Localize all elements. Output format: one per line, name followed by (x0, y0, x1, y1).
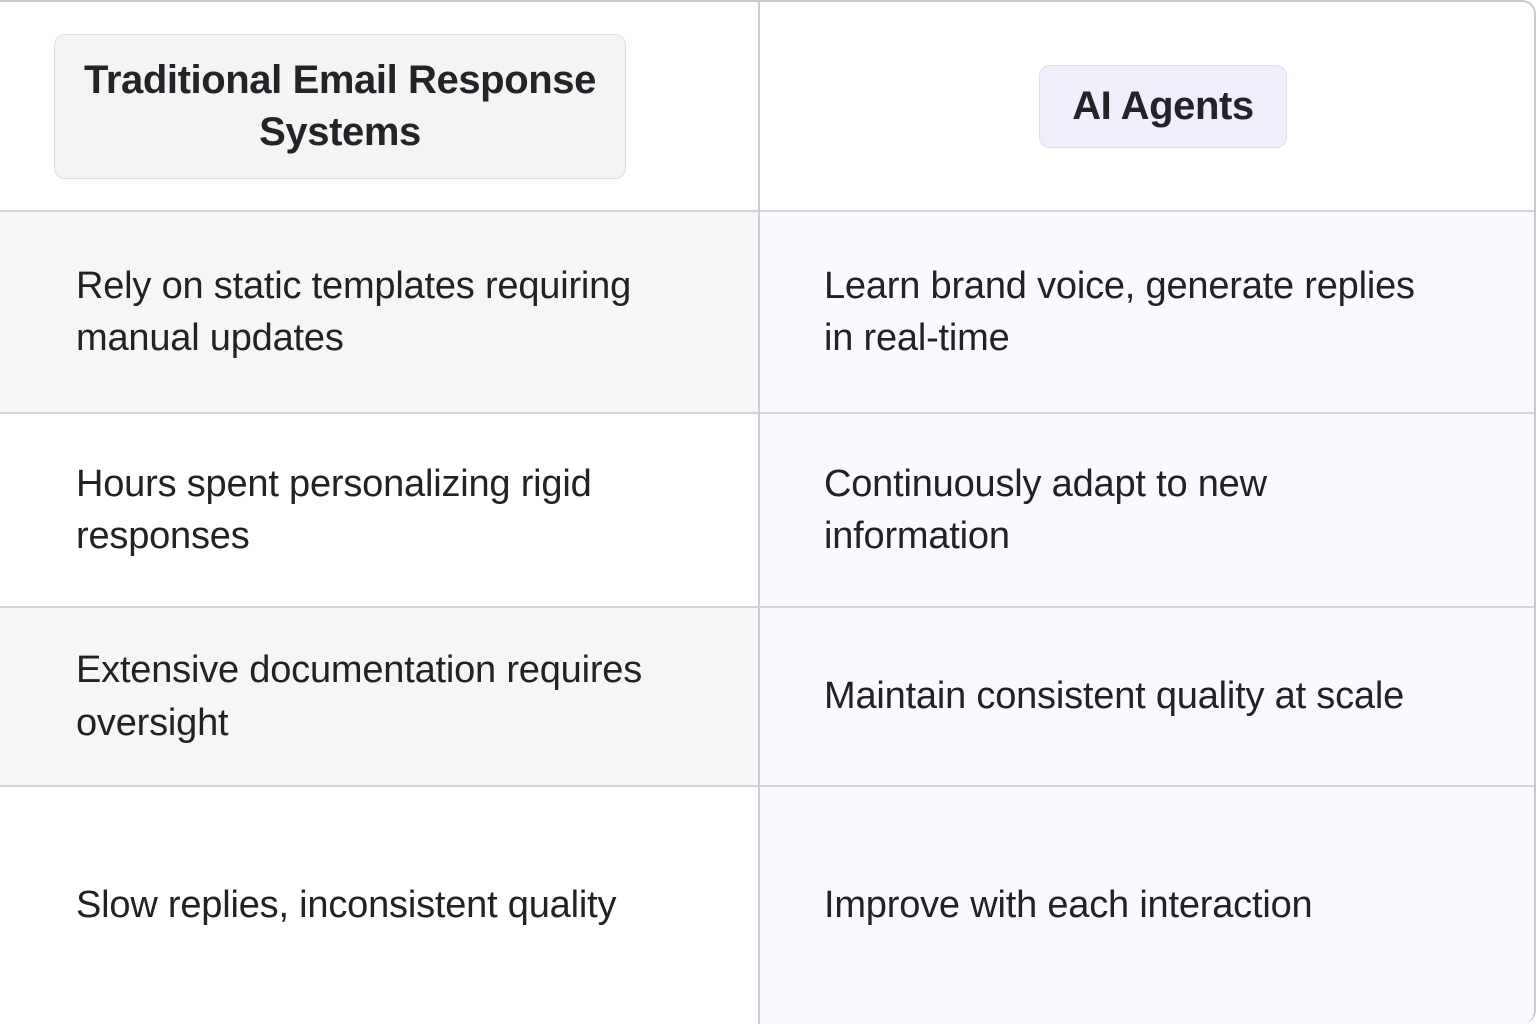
table-row: Rely on static templates requiring manua… (0, 210, 1534, 413)
cell-text: Maintain consistent quality at scale (824, 675, 1405, 718)
header-cell-traditional: Traditional Email Response Systems (0, 2, 760, 211)
table-row: Hours spent personalizing rigid response… (0, 412, 1534, 607)
cell-traditional-3: Extensive documentation requires oversig… (0, 607, 760, 786)
cell-text: Learn brand voice, generate replies in r… (824, 264, 1415, 359)
cell-ai-agents-1: Learn brand voice, generate replies in r… (758, 211, 1534, 413)
cell-text: Rely on static templates requiring manua… (76, 264, 632, 359)
cell-text: Improve with each interaction (824, 883, 1313, 926)
table-row: Slow replies, inconsistent quality Impro… (0, 785, 1534, 1024)
cell-text: Hours spent personalizing rigid response… (76, 462, 592, 557)
table-header-row: Traditional Email Response Systems AI Ag… (0, 2, 1534, 211)
cell-text: Continuously adapt to new information (824, 462, 1267, 557)
cell-text: Slow replies, inconsistent quality (76, 883, 617, 926)
cell-ai-agents-3: Maintain consistent quality at scale (758, 607, 1534, 786)
cell-ai-agents-4: Improve with each interaction (758, 786, 1534, 1024)
cell-traditional-2: Hours spent personalizing rigid response… (0, 413, 760, 607)
column-header-badge-ai-agents: AI Agents (1039, 64, 1287, 149)
column-header-badge-traditional: Traditional Email Response Systems (54, 34, 626, 179)
cell-ai-agents-2: Continuously adapt to new information (758, 413, 1534, 607)
table-row: Extensive documentation requires oversig… (0, 606, 1534, 786)
header-cell-ai-agents: AI Agents (758, 2, 1534, 211)
cell-text: Extensive documentation requires oversig… (76, 649, 643, 744)
cell-traditional-4: Slow replies, inconsistent quality (0, 786, 760, 1024)
cell-traditional-1: Rely on static templates requiring manua… (0, 211, 760, 413)
